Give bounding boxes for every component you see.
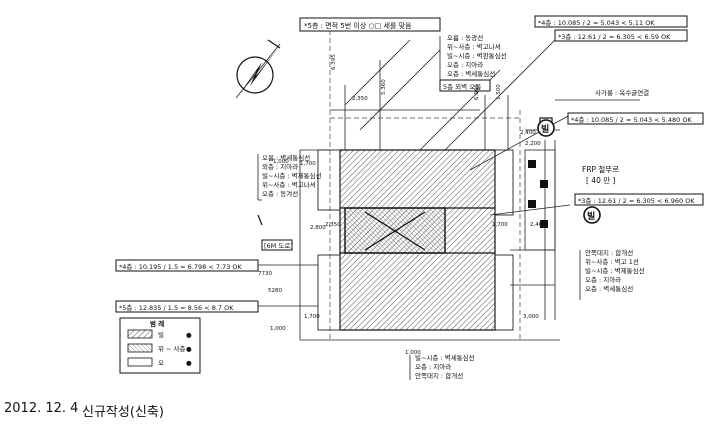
top-label: *5층 : 면적 5번 이상 ○□ 세를 맞음 (304, 21, 412, 30)
dim-label: 2,800 (310, 225, 326, 231)
dim-label: 2,400 (520, 130, 536, 136)
bottom-list: 빌~시층 : 벽세통심선 오층 : 지아라 안쪽대지 : 합개선 (409, 353, 475, 380)
list-item: 빌~시층 : 벽제통심선 (585, 266, 645, 275)
floor-tag-box (261, 239, 293, 251)
calc-label: *4층 : 10.085 / 2 = 5.043 < 5.11 OK (538, 18, 655, 27)
footer-date: 2012. 12. 4 (4, 401, 79, 416)
dim-label: 2,350 (325, 222, 341, 228)
list-item: 오름 : 동광선 (447, 33, 483, 42)
dim-label: 2,200 (525, 141, 541, 147)
dim-label: 6.040 (474, 84, 480, 100)
list-item: 빌~시층 : 벽판통심선 (447, 51, 507, 60)
marker-circle: 빌 (583, 206, 601, 224)
svg-text:빌: 빌 (541, 123, 549, 135)
dim-label: 1,000 (405, 350, 421, 356)
building-footprint (317, 149, 514, 331)
list-item: 안쪽대지 : 합개선 (415, 371, 463, 380)
list-item: 빌~시층 : 벽제통심선 (262, 171, 322, 180)
dim-label: 1,000 (273, 159, 289, 165)
dim-label: 6.395 (331, 54, 337, 70)
list-item: 오층 : 지아라 (415, 362, 451, 371)
list-item: 빌~시층 : 벽세통심선 (415, 353, 475, 362)
marker-circle: 빌 (537, 119, 555, 137)
setback-tag: 5층 외벽 오름 (443, 82, 481, 91)
frp-size: [ 40 만 ] (586, 176, 616, 185)
list-item: 오층 : 벽세통심선 (447, 69, 495, 78)
legend-label: 오 (158, 359, 164, 367)
dim-label: 5280 (268, 288, 282, 294)
calc-label: *4층 : 10.195 / 1.5 = 6.798 < 7.73 OK (119, 262, 243, 271)
list-item: 위~사층 : 벽고 1선 (585, 257, 639, 266)
dim-label: 3,000 (523, 314, 539, 320)
dim-label: 1.500 (496, 84, 502, 100)
dimension-labels: 6.395 5.360 6.040 1.500 1,700 2,350 1,00… (258, 54, 546, 356)
footer-note: 신규작성(신축) (82, 405, 164, 420)
stair-note: 사가롱 : 옥수글연결 (595, 88, 649, 97)
calc-label: *3층 : 12.61 / 2 = 6.305 < 6.59 OK (558, 32, 671, 41)
list-item: 안쪽대지 : 합개선 (585, 248, 633, 257)
list-item: 오층 : 벽세통심선 (585, 284, 633, 293)
floor-tag: [6M 도로] (264, 242, 293, 250)
svg-text:빌: 빌 (587, 210, 595, 222)
legend-label: 빌 (158, 331, 164, 339)
calc-label: *3층 : 12.61 / 2 = 6.305 < 6.960 OK (578, 196, 695, 205)
list-item: 오름 : 벽세통심선 (262, 153, 310, 162)
legend-mark: ● (186, 359, 192, 367)
north-arrow-icon (235, 39, 281, 99)
legend-label: 위 ~ 사층 (158, 344, 186, 353)
setback-tag-box (439, 79, 491, 92)
legend-mark: ● (186, 345, 192, 353)
right-list: 안쪽대지 : 합개선 위~사층 : 벽고 1선 빌~시층 : 벽제통심선 오층 … (579, 248, 645, 300)
legend-mark: ● (186, 331, 192, 339)
dim-label: 1,700 (304, 314, 320, 320)
top-center-list: 오름 : 동광선 위~사층 : 벽고나셔 빌~시층 : 벽판통심선 오층 : 지… (439, 33, 507, 80)
dim-label: 5.360 (381, 79, 387, 95)
legend-title: 범 례 (150, 319, 164, 328)
frp-label: FRP 철뚜르 (582, 164, 619, 174)
dim-label: 1,700 (492, 222, 508, 228)
dim-label: 2,350 (352, 96, 368, 102)
list-item: 오층 : 지아라 (585, 275, 621, 284)
legend: 범 례 빌 ● 위 ~ 사층 ● 오 ● (119, 317, 201, 374)
left-calcs: *4층 : 10.195 / 1.5 = 6.798 < 7.73 OK *5층… (115, 259, 318, 313)
dim-label: 7730 (258, 271, 272, 277)
dim-label: 1,000 (270, 326, 286, 332)
list-item: 외층 : 지아라 (262, 162, 298, 171)
dim-label: 2,400 (530, 222, 546, 228)
calc-label: *5층 : 12.835 / 1.5 = 8.56 < 8.7 OK (119, 303, 234, 312)
stair-area (524, 117, 556, 251)
right-calcs: *4층 : 10.085 / 2 = 5.043 < 5.11 OK *3층 :… (534, 15, 704, 206)
setback-lines (299, 30, 571, 341)
list-item: 위~사층 : 벽고나셔 (262, 180, 316, 189)
list-item: 위~사층 : 벽고나셔 (447, 42, 501, 51)
calc-label: *4층 : 10.085 / 2 = 5.043 < 5.480 OK (571, 115, 692, 124)
dim-label: 1,700 (300, 161, 316, 167)
list-item: 오층 : 동겨선 (262, 189, 298, 198)
list-item: 오층 : 지아라 (447, 60, 483, 69)
top-label-box (299, 17, 441, 32)
left-list: 오름 : 벽세통심선 외층 : 지아라 빌~시층 : 벽제통심선 위~사층 : … (257, 153, 322, 226)
